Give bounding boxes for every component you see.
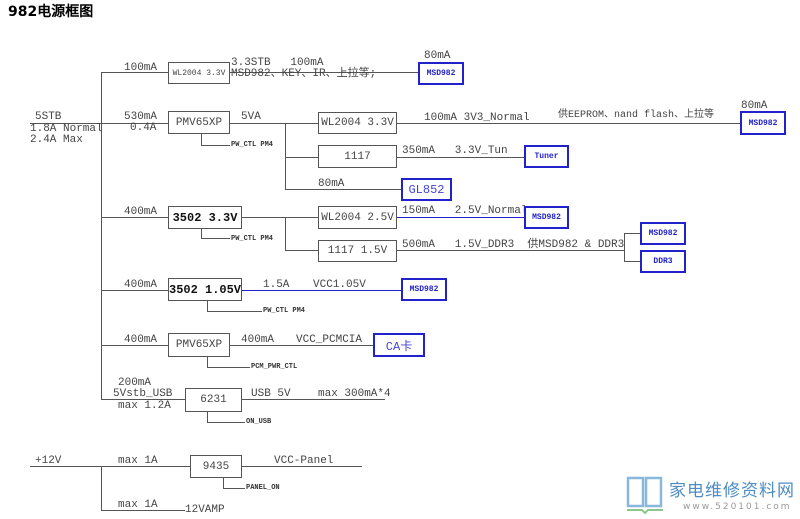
b5-out-current: 400mA (241, 334, 275, 346)
b2-sub2-target-box: Tuner (524, 145, 569, 168)
b6-out-max: max 300mA*4 (318, 388, 391, 400)
b4-ctl: PW_CTL PM4 (263, 307, 306, 315)
wire-b4 (101, 290, 262, 312)
12v-output: VCC-Panel (274, 455, 334, 467)
wire-12v (30, 466, 362, 511)
b2-sub1-regulator: WL2004 3.3V (318, 112, 397, 134)
watermark-name: 家电维修资料网 (669, 481, 795, 501)
b3-sub1-regulator: WL2004 2.5V (318, 206, 397, 229)
12v-amp: 12VAMP (185, 504, 225, 516)
b3-sub2-target2-box: DDR3 (640, 250, 686, 273)
b6-rail: 5Vstb_USB (113, 388, 173, 400)
12v-switch-box: 9435 (190, 455, 242, 478)
b4-out-current: 1.5A (263, 279, 290, 291)
label-12v: +12V (35, 455, 62, 467)
b5-target-box: CA卡 (373, 333, 425, 357)
b4-regulator-box: 3502 1.05V (168, 278, 242, 301)
12v-max2: max 1A (118, 499, 158, 511)
b2-sub3-target-box: GL852 (401, 178, 452, 201)
b6-current: 200mA (118, 377, 152, 389)
b2-sub2-regulator: 1117 (318, 145, 397, 168)
12v-max1: max 1A (118, 455, 158, 467)
b3-regulator-box: 3502 3.3V (168, 206, 242, 229)
label-5stb-normal: 1.8A Normal (30, 123, 103, 135)
b1-target-current: 80mA (424, 50, 451, 62)
b4-current: 400mA (124, 279, 158, 291)
label-5stb: 5STB (35, 111, 62, 123)
b3-sub2-output: 500mA 1.5V_DDR3 供MSD982 & DDR3 (402, 239, 625, 251)
b4-target-box: MSD982 (401, 278, 447, 301)
b2-current: 530mA (124, 111, 158, 123)
b6-switch-box: 6231 (185, 388, 242, 412)
b2-sub1-note: 供EEPROM、nand flash、上拉等 (558, 110, 715, 121)
b3-sub1-target-box: MSD982 (524, 206, 569, 229)
b2-sub1-target-box: MSD982 (740, 111, 786, 135)
12v-ctl: PANEL_ON (246, 484, 280, 492)
b2-sub3-current: 80mA (318, 178, 345, 190)
b6-ctl: ON_USB (246, 418, 272, 426)
b2-switch-box: PMV65XP (168, 111, 230, 134)
b5-current: 400mA (124, 334, 158, 346)
b3-ctl: PW_CTL PM4 (231, 235, 274, 243)
b1-loads: MSD982、KEY、IR、上拉等; (231, 68, 377, 80)
b5-output: VCC_PCMCIA (296, 334, 363, 346)
label-5stb-max: 2.4A Max (30, 134, 83, 146)
b2-sub2-output: 350mA 3.3V_Tun (402, 145, 508, 157)
wire-b5 (101, 345, 373, 368)
b2-rail: 5VA (241, 111, 261, 123)
wire-b3 (101, 217, 640, 262)
b3-sub2-regulator: 1117 1.5V (318, 240, 397, 262)
b1-current: 100mA (124, 62, 158, 74)
b1-regulator-box: WL2004 3.3V (168, 62, 230, 84)
b4-output: VCC1.05V (313, 279, 366, 291)
wire-b6 (101, 399, 385, 423)
b5-switch-box: PMV65XP (168, 333, 230, 357)
book-logo-icon (626, 476, 663, 514)
b1-target-box: MSD982 (418, 62, 464, 85)
b1-output: 3.3STB 100mA (231, 57, 324, 69)
diagram-title: 982电源框图 (8, 4, 94, 20)
b6-output: USB 5V (251, 388, 291, 400)
b2-ctl: PW_CTL PM4 (231, 141, 274, 149)
b2-current2: 0.4A (130, 122, 157, 134)
b5-ctl: PCM_PWR_CTL (251, 363, 298, 371)
wire-b2 (201, 123, 740, 190)
b3-sub1-output: 150mA 2.5V_Normal (402, 205, 528, 217)
b3-sub2-target1-box: MSD982 (640, 222, 686, 245)
b2-sub1-target-current: 80mA (741, 100, 768, 112)
b2-sub1-output: 100mA 3V3_Normal (424, 112, 530, 124)
b3-current: 400mA (124, 206, 158, 218)
watermark-url: www.520101.com (683, 502, 792, 512)
b6-max: max 1.2A (118, 400, 171, 412)
